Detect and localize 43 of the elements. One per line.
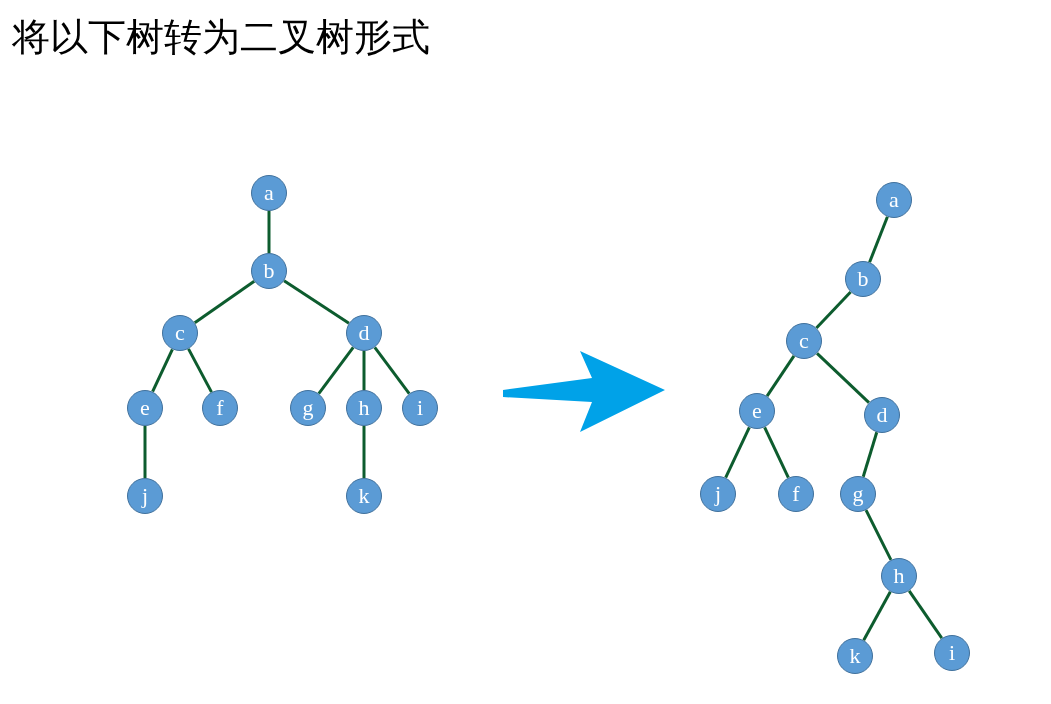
- edge-line: [187, 348, 213, 393]
- node-circle: d: [346, 315, 382, 351]
- edge-line: [861, 431, 879, 478]
- node-circle: k: [346, 478, 382, 514]
- node-circle: a: [876, 182, 912, 218]
- edge-line: [283, 279, 350, 325]
- node-circle: k: [837, 638, 873, 674]
- edge-line: [907, 589, 944, 640]
- node-circle: c: [162, 315, 198, 351]
- edge-line: [765, 355, 796, 397]
- node-circle: f: [202, 390, 238, 426]
- edge-line: [868, 216, 889, 263]
- edge-line: [193, 280, 256, 324]
- node-circle: e: [739, 393, 775, 429]
- edge-line: [864, 509, 893, 561]
- node-circle: g: [840, 476, 876, 512]
- node-circle: d: [864, 397, 900, 433]
- node-circle: a: [251, 175, 287, 211]
- node-circle: b: [251, 253, 287, 289]
- edge-line: [815, 291, 852, 329]
- edge-line: [362, 426, 366, 478]
- edge-line: [373, 346, 411, 395]
- node-circle: h: [881, 558, 917, 594]
- edge-line: [143, 426, 147, 478]
- edge-line: [317, 346, 355, 395]
- edge-line: [763, 426, 790, 479]
- node-circle: b: [845, 261, 881, 297]
- edge-line: [362, 351, 366, 390]
- node-circle: j: [700, 476, 736, 512]
- node-circle: i: [934, 635, 970, 671]
- edge-line: [151, 348, 174, 393]
- node-circle: g: [290, 390, 326, 426]
- node-circle: h: [346, 390, 382, 426]
- edge-line: [816, 352, 870, 404]
- node-circle: j: [127, 478, 163, 514]
- node-circle: e: [127, 390, 163, 426]
- node-circle: f: [778, 476, 814, 512]
- node-circle: i: [402, 390, 438, 426]
- edge-line: [862, 591, 892, 641]
- node-circle: c: [786, 323, 822, 359]
- edge-line: [724, 426, 751, 479]
- title: 将以下树转为二叉树形式: [12, 14, 430, 60]
- edge-line: [267, 211, 271, 253]
